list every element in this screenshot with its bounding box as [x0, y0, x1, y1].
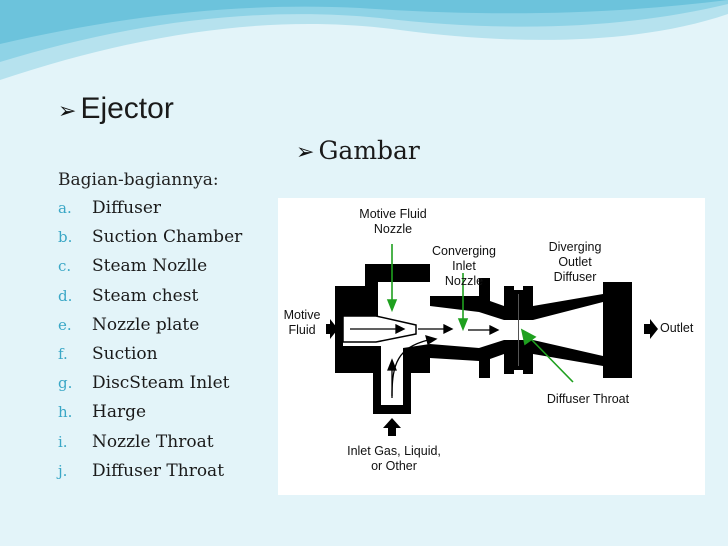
list-letter: f. [58, 344, 68, 363]
list-letter: d. [58, 286, 73, 305]
list-item: d. Steam chest [58, 285, 242, 314]
list-item-text: Diffuser Throat [92, 460, 225, 481]
inlet-arrow-icon [383, 418, 401, 436]
arrow-bullet-icon: ➢ [296, 140, 315, 165]
ejector-body [335, 264, 632, 414]
list-letter: c. [58, 257, 72, 276]
list-letter: h. [58, 403, 73, 422]
list-item: h. Harge [58, 401, 242, 430]
list-item: a. Diffuser [58, 197, 242, 226]
list-item: j. Diffuser Throat [58, 460, 242, 489]
list-item-text: Steam Nozlle [92, 256, 208, 277]
header-wave-decoration [0, 0, 728, 80]
ejector-diagram-svg [326, 244, 658, 436]
list-item: f. Suction [58, 343, 242, 372]
list-item-text: DiscSteam Inlet [92, 373, 230, 394]
label-motive-fluid: Motive Fluid [283, 308, 321, 337]
ejector-diagram: Motive Fluid Nozzle Converging Inlet Noz… [278, 198, 705, 495]
list-letter: a. [58, 199, 72, 217]
list-item-text: Nozzle plate [92, 314, 200, 335]
parts-list: a. Diffuser b. Suction Chamber c. Steam Noz… [58, 197, 242, 489]
label-outlet: Outlet [660, 321, 694, 335]
gambar-heading-text: Gambar [318, 136, 420, 165]
list-letter: g. [58, 374, 73, 393]
motive-fluid-arrow-icon [326, 319, 338, 339]
list-letter: b. [58, 228, 73, 247]
slide-title: ➢Ejector [58, 92, 174, 126]
outlet-arrow-icon [644, 319, 658, 339]
label-inlet-gas: Inlet Gas, Liquid, or Other [347, 444, 441, 473]
label-diverging-outlet-diffuser: Diverging Outlet Diffuser [548, 240, 602, 284]
flow-arrows [350, 323, 500, 398]
list-item-text: Suction Chamber [92, 227, 243, 248]
list-item: b. Suction Chamber [58, 226, 242, 255]
list-item-text: Steam chest [92, 285, 199, 306]
list-item: g. DiscSteam Inlet [58, 372, 242, 401]
arrow-bullet-icon: ➢ [58, 98, 77, 123]
label-diffuser-throat: Diffuser Throat [546, 392, 630, 406]
list-item-text: Nozzle Throat [92, 431, 214, 452]
list-item: e. Nozzle plate [58, 314, 242, 343]
title-text: Ejector [80, 92, 174, 125]
label-motive-fluid-nozzle: Motive Fluid Nozzle [359, 207, 427, 236]
gambar-heading: ➢Gambar [296, 136, 420, 165]
label-converging-inlet-nozzle: Converging Inlet Nozzle [432, 244, 496, 288]
list-letter: j. [58, 461, 68, 480]
list-letter: i. [58, 432, 68, 451]
list-item-text: Diffuser [92, 198, 162, 218]
list-item-text: Suction [92, 343, 158, 364]
list-item: i. Nozzle Throat [58, 431, 242, 460]
list-letter: e. [58, 315, 72, 334]
parts-subtitle: Bagian-bagiannya: [58, 170, 219, 190]
external-arrows [326, 319, 658, 436]
green-pointer-arrows [386, 244, 574, 383]
list-item: c. Steam Nozlle [58, 255, 242, 284]
list-item-text: Harge [92, 402, 147, 423]
